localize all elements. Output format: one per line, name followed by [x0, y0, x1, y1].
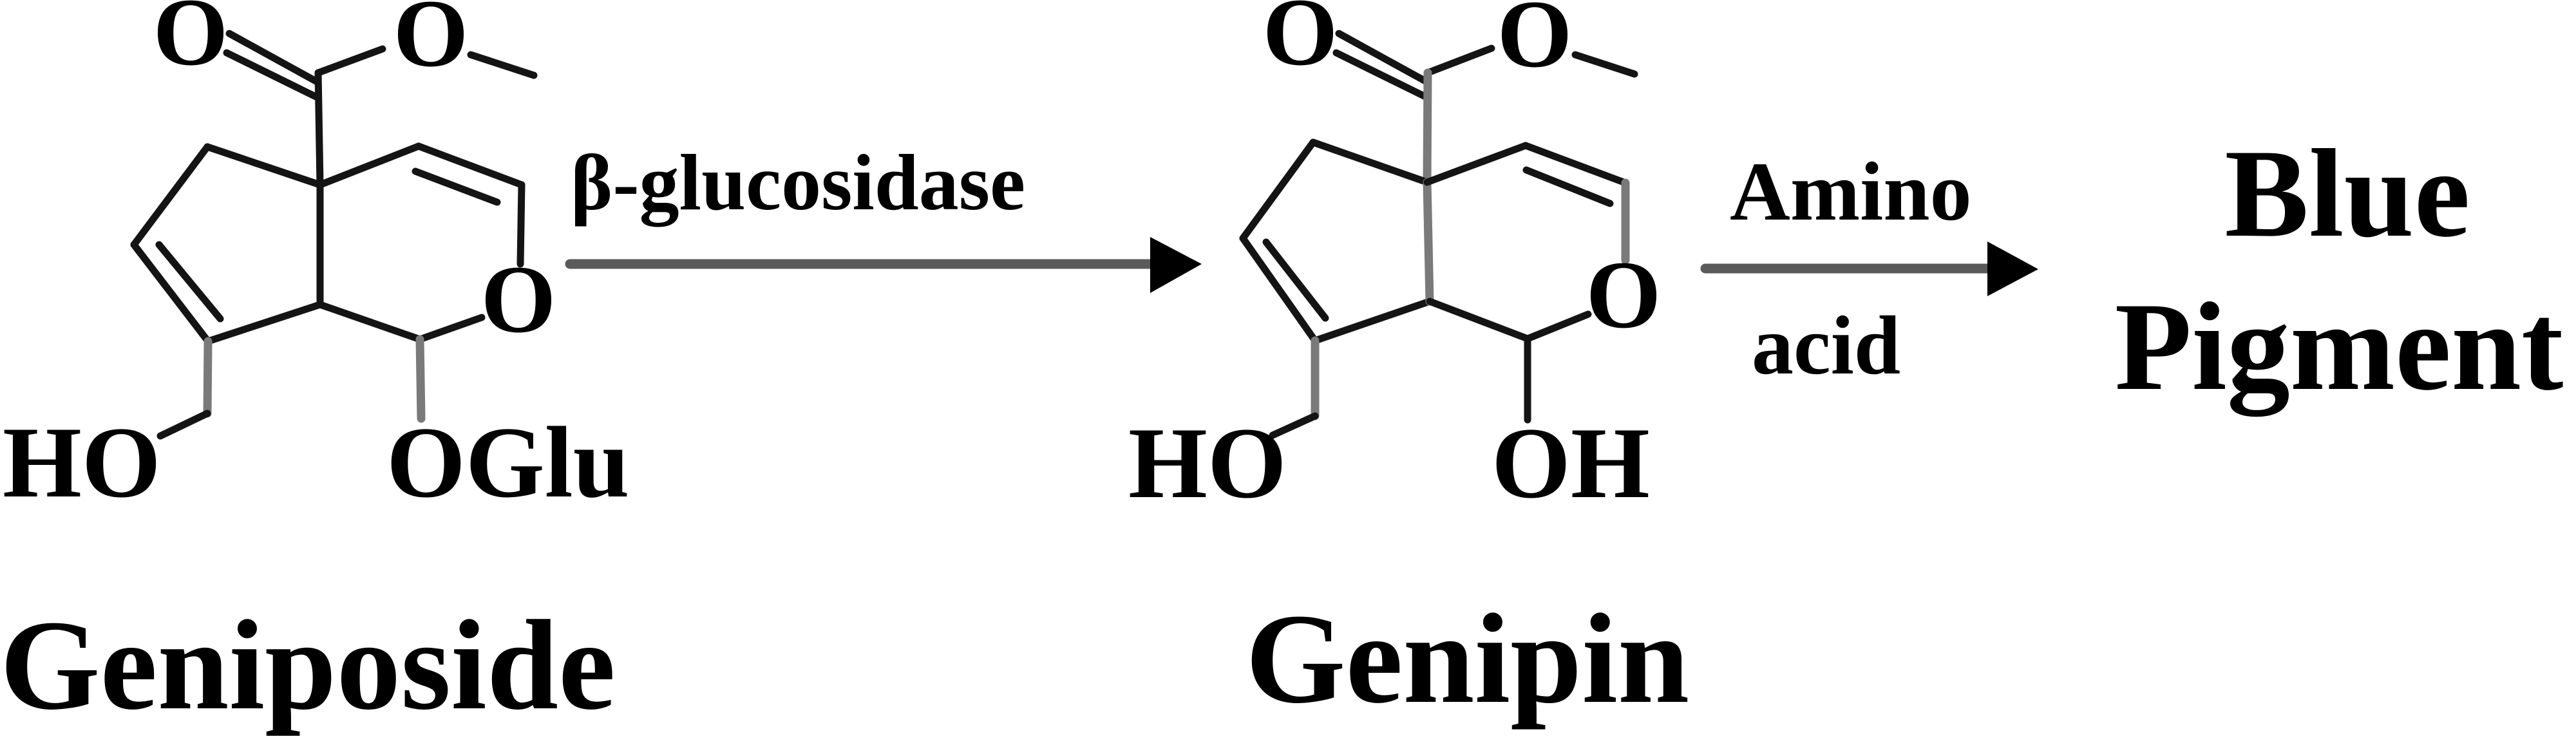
ring-double-bond-inner — [1262, 238, 1329, 322]
reaction-arrow-1: β-glucosidase — [565, 138, 1202, 293]
arrow-1-head-icon — [1150, 237, 1202, 293]
ring-bond — [1311, 297, 1434, 344]
reaction-arrow-2: Amino acid — [1700, 146, 2038, 392]
pyran-double-bond-inner — [1522, 166, 1614, 207]
hydroxymethyl-label: HO — [3, 406, 161, 519]
hydroxymethyl-label: HO — [1128, 407, 1287, 520]
carbonyl-oxygen-label: O — [1263, 0, 1338, 86]
ester-to-ring-bond — [314, 69, 324, 189]
product-line-1: Blue — [2224, 124, 2470, 263]
ring-bond — [316, 301, 424, 343]
pyran-double-bond-inner — [412, 167, 501, 206]
amino-label: Amino — [1730, 146, 1972, 238]
genipin-structure: O O O HO OH Genipin — [1128, 0, 1689, 730]
ester-to-ring-bond — [1423, 68, 1432, 187]
hydroxymethyl-o-bond — [1269, 412, 1319, 439]
ring-bond — [1426, 297, 1531, 343]
acid-label: acid — [1752, 299, 1900, 392]
ring-bond — [516, 181, 526, 268]
ring-bond — [130, 143, 211, 249]
ring-bond — [1524, 310, 1592, 343]
pyran-double-bond-outer — [415, 142, 526, 189]
ester-c-o-bond — [314, 45, 386, 77]
ester-oxygen-label: O — [393, 0, 469, 87]
hydroxyl-label: OH — [1492, 407, 1650, 520]
pyran-double-bond-outer — [1522, 142, 1629, 187]
ring-bond — [204, 143, 324, 189]
carbonyl-oxygen-label: O — [153, 0, 229, 86]
ring-oxygen-label: O — [481, 246, 556, 353]
ester-c-o-bond — [1424, 44, 1495, 77]
carbonyl-double-bond-b — [1332, 49, 1429, 100]
ester-oxygen-label: O — [1497, 0, 1573, 88]
carbonyl-double-bond-b — [223, 49, 319, 100]
ring-double-bond-outer — [130, 241, 212, 345]
ring-bond — [204, 301, 324, 345]
ring-bond — [316, 142, 422, 189]
ring-bond — [416, 314, 486, 343]
hydroxymethyl-o-bond — [156, 410, 211, 440]
methyl-bond — [1571, 51, 1638, 78]
blue-pigment-product: Blue Pigment — [2115, 124, 2564, 417]
fusion-bond — [1423, 178, 1434, 306]
glycoside-bond — [415, 335, 426, 423]
beta-glucosidase-label: β-glucosidase — [571, 138, 1025, 227]
carbonyl-double-bond-a — [1335, 30, 1432, 86]
product-line-2: Pigment — [2115, 277, 2564, 417]
ring-oxygen-label: O — [1586, 241, 1662, 348]
oglu-label: OGlu — [386, 406, 630, 519]
geniposide-name: Geniposide — [0, 594, 616, 736]
hydroxymethyl-bond — [203, 337, 213, 418]
ring-double-bond-inner — [155, 241, 224, 323]
ring-bond — [1309, 138, 1431, 186]
ring-double-bond-outer — [1239, 234, 1319, 344]
ring-bond — [1423, 142, 1530, 186]
ring-bond — [1239, 138, 1317, 242]
geniposide-structure: O O O HO OGlu Geniposide — [0, 0, 630, 736]
genipin-name: Genipin — [1245, 588, 1689, 730]
methyl-bond — [467, 51, 538, 79]
carbonyl-double-bond-a — [225, 30, 322, 86]
arrow-2-head-icon — [1987, 241, 2038, 296]
